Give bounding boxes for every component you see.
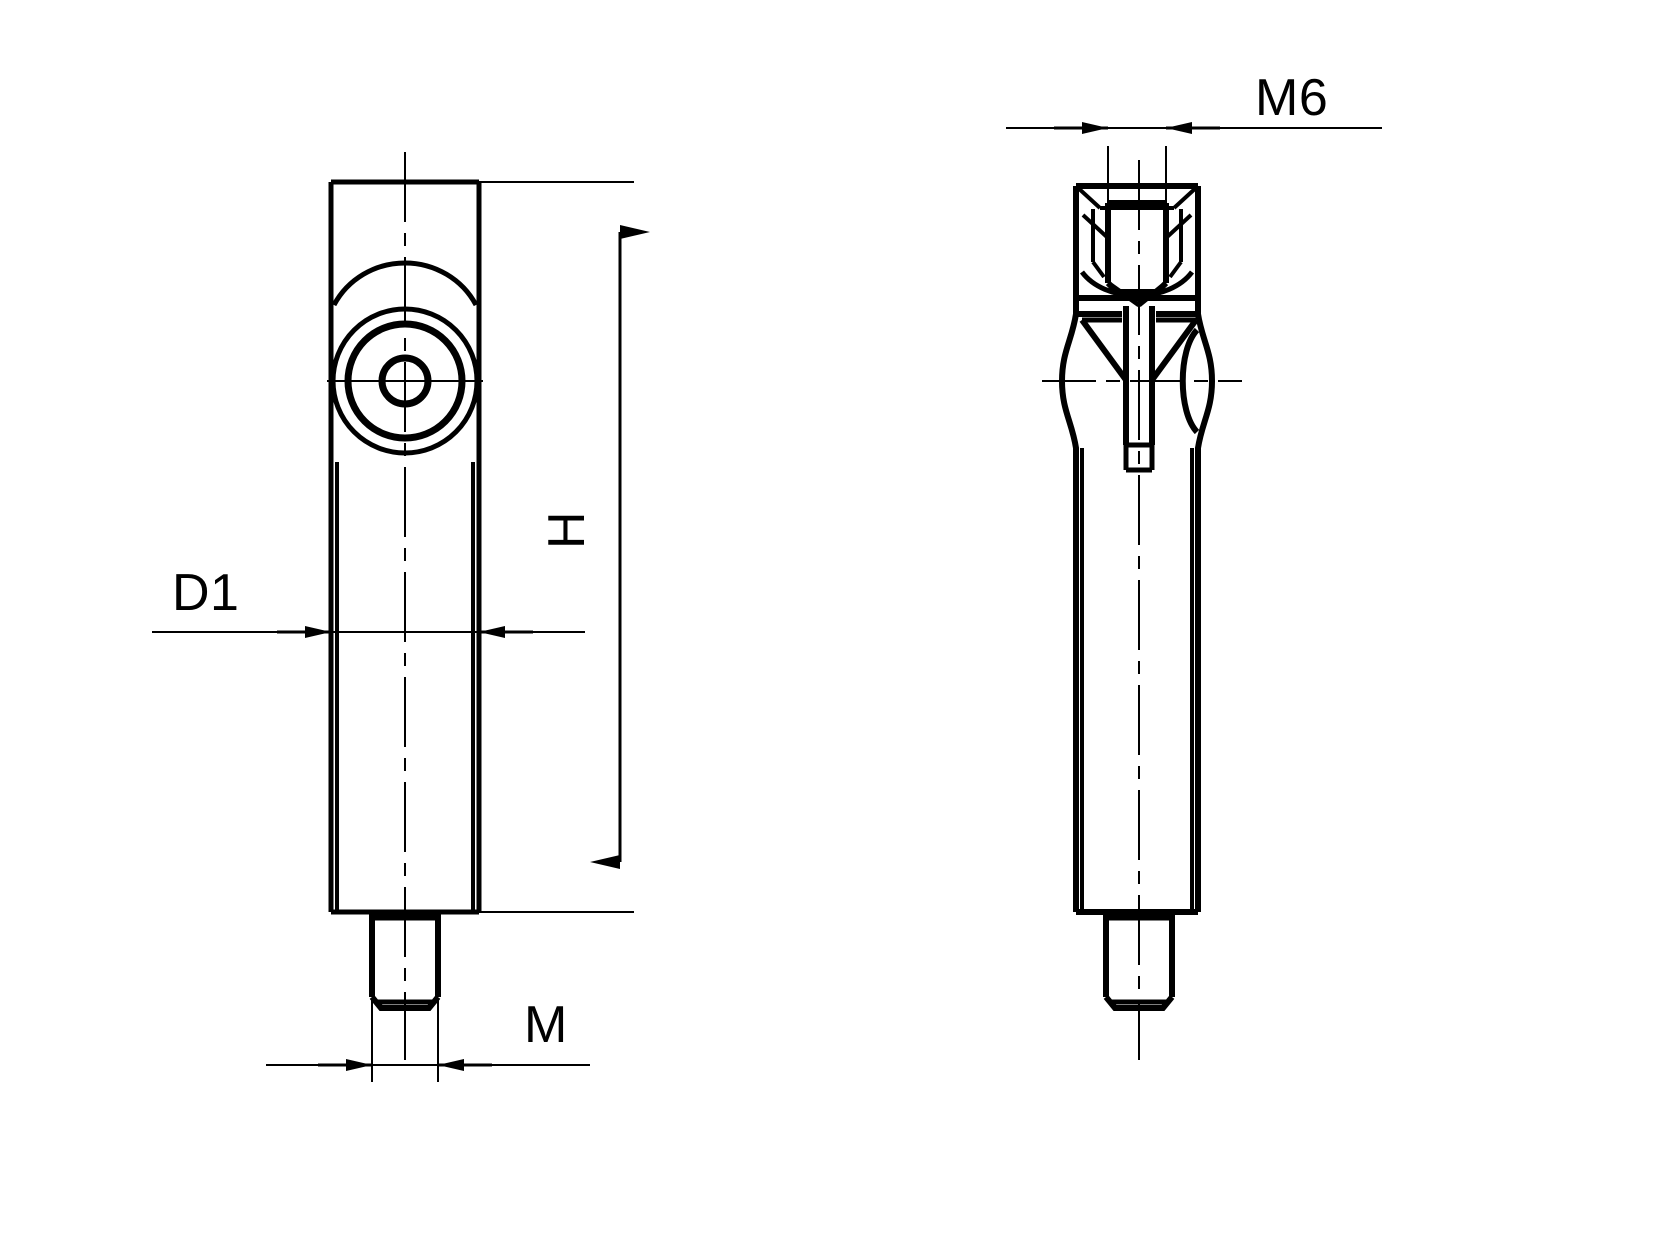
- section-view-right-contour: [1195, 313, 1216, 912]
- section-view-web-diagonals: [1079, 317, 1199, 382]
- section-view-threaded-stud: [1103, 913, 1175, 1011]
- dimension-M: [266, 1000, 590, 1082]
- label-M6: M6: [1255, 69, 1329, 127]
- label-H: H: [538, 510, 597, 550]
- section-view-head-chamfers: [1076, 186, 1198, 279]
- section-view-right-lobe: [1179, 327, 1200, 435]
- section-view-head-seat-arc: [1079, 270, 1195, 308]
- label-M: M: [524, 996, 568, 1054]
- section-view-shaft-inner-lines: [1076, 448, 1198, 915]
- front-view-threaded-stud: [369, 913, 441, 1011]
- front-view-group: [327, 152, 483, 1060]
- dimension-H: [479, 181, 650, 913]
- section-view-hex-socket: [1105, 200, 1169, 295]
- section-view-left-contour: [1058, 313, 1079, 912]
- front-view-dome-arc: [331, 260, 479, 307]
- section-view-collar: [1073, 298, 1201, 317]
- dimension-M6: [1006, 122, 1382, 205]
- label-D1: D1: [172, 564, 240, 622]
- section-view-group: [1042, 160, 1242, 1060]
- section-view-head-block: [1073, 183, 1201, 301]
- front-view-shaft-step: [335, 462, 475, 912]
- stud-chamfer: [369, 995, 441, 1011]
- front-view-upper-body: [328, 179, 482, 915]
